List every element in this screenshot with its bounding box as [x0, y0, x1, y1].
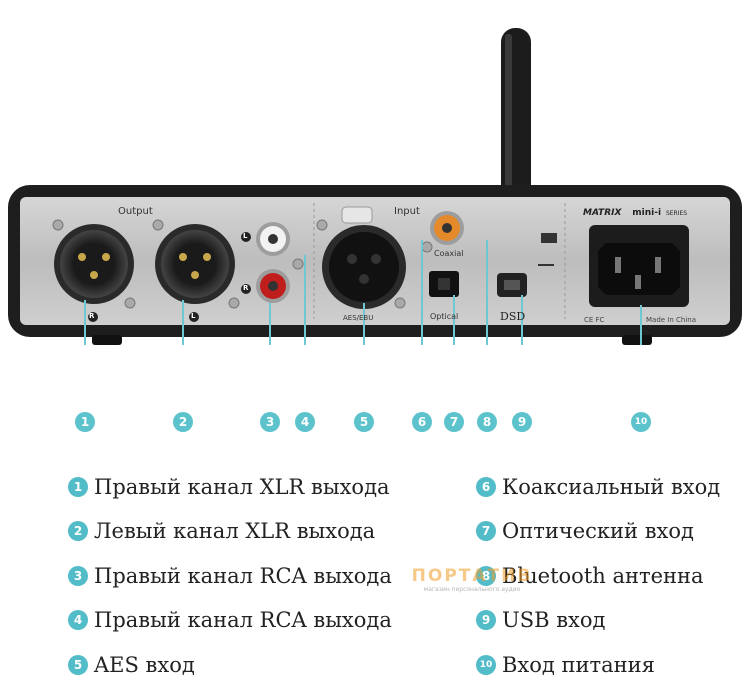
legend-text: Левый канал XLR выхода	[94, 519, 375, 543]
watermark: ПОРТАТИВ магазин персонального аудио	[402, 566, 542, 593]
rca-right-mark: R	[243, 284, 248, 292]
rca-output-left-connector	[256, 222, 290, 256]
legend-item-6: 6 Коаксиальный вход	[476, 472, 720, 502]
callout-5: 5	[354, 412, 374, 432]
legend-text: Коаксиальный вход	[502, 475, 720, 499]
legend-number-badge: 2	[68, 521, 88, 541]
legend-number-badge: 1	[68, 477, 88, 497]
legend-number-badge: 5	[68, 655, 88, 675]
callout-4: 4	[295, 412, 315, 432]
certification-marks: CE FC	[584, 316, 604, 324]
callout-1: 1	[75, 412, 95, 432]
legend-number-badge: 7	[476, 521, 496, 541]
legend-item-7: 7 Оптический вход	[476, 516, 694, 546]
legend-item-9: 9 USB вход	[476, 605, 605, 635]
xlr-output-right-connector	[54, 224, 134, 304]
legend-item-4: 4 Правый канал RCA выхода	[68, 605, 392, 635]
output-label: Output	[118, 206, 153, 217]
rca-output-right-connector	[256, 269, 290, 303]
coaxial-label: Coaxial	[434, 249, 463, 258]
legend-text: Правый канал RCA выхода	[94, 564, 392, 588]
callout-3: 3	[260, 412, 280, 432]
legend-item-2: 2 Левый канал XLR выхода	[68, 516, 375, 546]
callout-7: 7	[444, 412, 464, 432]
callout-9: 9	[512, 412, 532, 432]
legend-text: AES вход	[94, 653, 195, 677]
legend-number-badge: 6	[476, 477, 496, 497]
optical-label: Optical	[430, 312, 458, 321]
callout-6: 6	[412, 412, 432, 432]
dsd-label: DSD	[500, 310, 525, 323]
callout-10: 10	[631, 412, 651, 432]
legend-item-1: 1 Правый канал XLR выхода	[68, 472, 390, 502]
rca-left-mark: L	[243, 232, 247, 240]
callout-8: 8	[477, 412, 497, 432]
legend-item-10: 10 Вход питания	[476, 650, 655, 680]
legend-text: Правый канал RCA выхода	[94, 608, 392, 632]
xlr-right-mark: R	[89, 312, 94, 320]
brand-label: MATRIX mini-i SERIES	[583, 208, 687, 218]
power-inlet-connector	[589, 225, 689, 307]
callout-2: 2	[173, 412, 193, 432]
legend-text: Оптический вход	[502, 519, 694, 543]
legend-number-badge: 3	[68, 566, 88, 586]
legend-number-badge: 4	[68, 610, 88, 630]
made-in-label: Made In China	[646, 316, 696, 324]
legend-text: USB вход	[502, 608, 605, 632]
optical-input-connector	[429, 271, 459, 297]
coaxial-input-connector	[430, 211, 464, 245]
legend-item-5: 5 AES вход	[68, 650, 195, 680]
legend-text: Правый канал XLR выхода	[94, 475, 390, 499]
input-label: Input	[394, 206, 420, 217]
xlr-left-mark: L	[191, 312, 195, 320]
xlr-output-left-connector	[155, 224, 235, 304]
legend-number-badge: 9	[476, 610, 496, 630]
legend-item-3: 3 Правый канал RCA выхода	[68, 561, 392, 591]
legend-text: Вход питания	[502, 653, 655, 677]
legend-number-badge: 10	[476, 655, 496, 675]
usb-input-connector	[497, 273, 527, 297]
aes-label: AES/EBU	[343, 314, 373, 322]
